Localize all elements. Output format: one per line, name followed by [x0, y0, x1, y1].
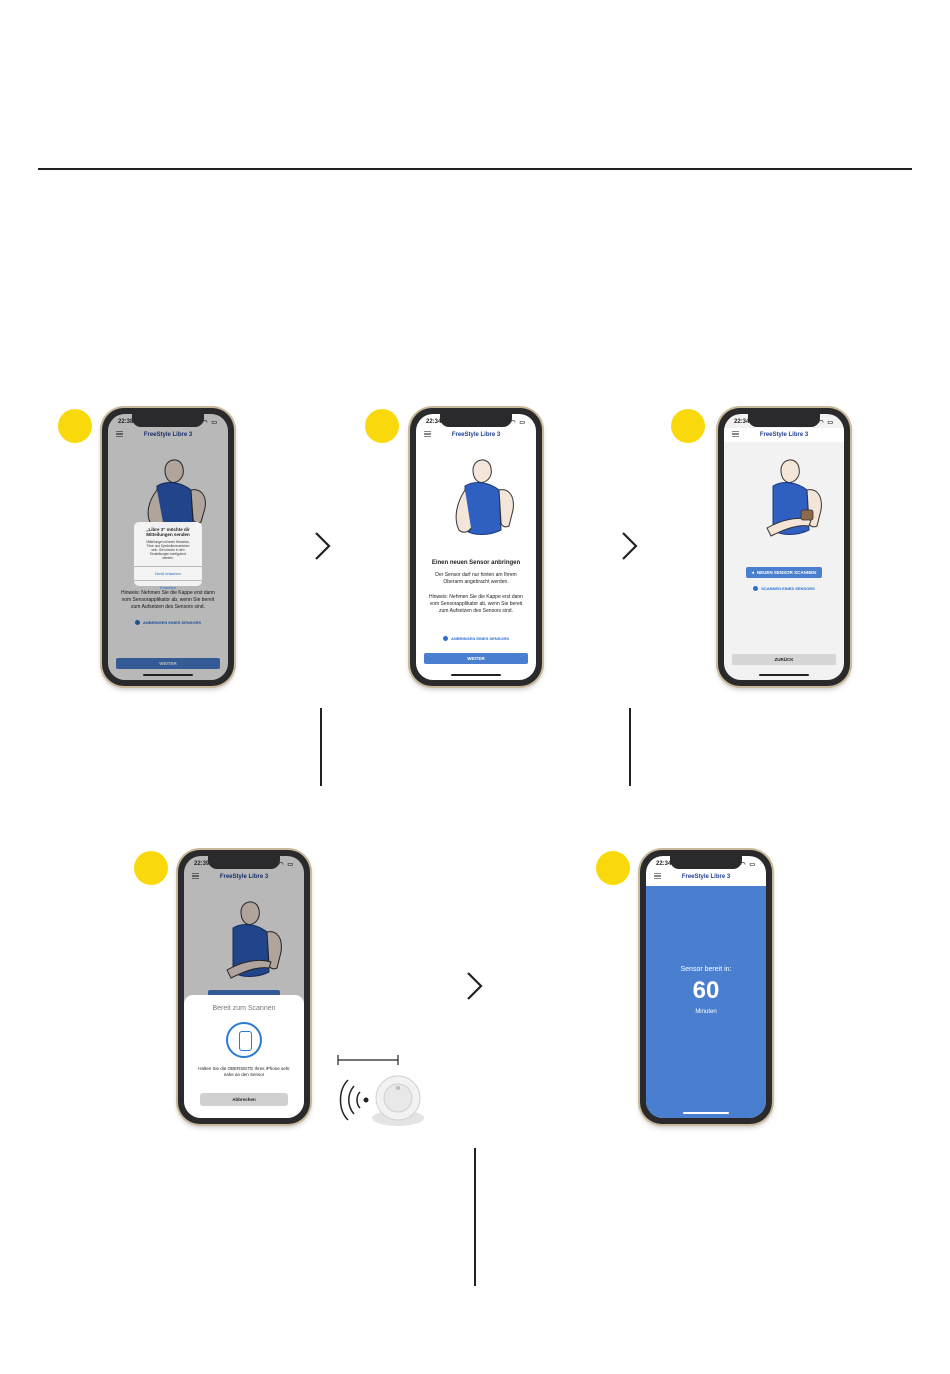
home-indicator: [143, 674, 193, 676]
notification-permission-dialog: „Libre 3“ möchte dir Mitteilungen senden…: [134, 522, 202, 586]
phone-notch: [208, 856, 280, 869]
header-divider: [38, 168, 912, 170]
phone-notch: [670, 856, 742, 869]
app-header: FreeStyle Libre 3: [724, 428, 844, 442]
sheet-title: Bereit zum Scannen: [184, 1005, 304, 1012]
phone-notch: [748, 414, 820, 427]
help-link[interactable]: ANBRINGEN EINES SENSORS: [416, 636, 536, 641]
step-1-screen: 22:38 ▪▪ ◠ ▭ FreeStyle Libre 3 Hinweis: …: [108, 414, 228, 680]
step-5-screen: 22:34 ▪▪ ◠ ▭ FreeStyle Libre 3 Sensor be…: [646, 856, 766, 1118]
app-logo: FreeStyle Libre 3: [452, 432, 500, 438]
countdown-unit: Minuten: [646, 1009, 766, 1015]
help-link[interactable]: SCANNEN EINES SENSORS: [724, 586, 844, 591]
menu-icon[interactable]: [732, 431, 739, 437]
step-5-phone: 22:34 ▪▪ ◠ ▭ FreeStyle Libre 3 Sensor be…: [640, 850, 772, 1124]
step-1-badge: [58, 409, 92, 443]
status-time: 22:38: [118, 419, 133, 425]
app-logo: FreeStyle Libre 3: [682, 874, 730, 880]
home-indicator: [683, 1112, 729, 1114]
step-3-badge: [671, 409, 705, 443]
home-indicator: [451, 674, 501, 676]
step-2-badge: [365, 409, 399, 443]
step-body-1: Der Sensor darf nur hinten am Ihrem Ober…: [428, 572, 524, 586]
chevron-right-icon: [619, 531, 639, 561]
continue-button[interactable]: WEITER: [424, 653, 528, 664]
status-time: 22:34: [426, 419, 441, 425]
step-2-phone: 22:34 ▪▪ ◠ ▭ FreeStyle Libre 3 Einen neu…: [410, 408, 542, 686]
status-time: 22:39: [194, 861, 209, 867]
step-4-screen: 22:39 ▪▪ ◠ ▭ FreeStyle Libre 3 Bereit zu…: [184, 856, 304, 1118]
connector-line: [320, 708, 322, 786]
phone-scan-icon: [226, 1022, 262, 1058]
deny-button[interactable]: Nicht erlauben: [134, 566, 202, 580]
sensor-scan-graphic: [334, 1068, 430, 1130]
info-icon: [443, 636, 448, 641]
allow-button[interactable]: Erlauben: [134, 580, 202, 594]
connector-line: [474, 1148, 476, 1286]
scan-new-sensor-button[interactable]: ◂NEUEN SENSOR SCANNEN: [746, 567, 822, 578]
phone-notch: [440, 414, 512, 427]
status-time: 22:34: [734, 419, 749, 425]
step-1-phone: 22:38 ▪▪ ◠ ▭ FreeStyle Libre 3 Hinweis: …: [102, 408, 234, 686]
countdown-value: 60: [646, 977, 766, 1005]
step-title: Einen neuen Sensor anbringen: [424, 560, 528, 566]
sensor-icon: [372, 1076, 424, 1126]
step-5-badge: [596, 851, 630, 885]
step-4-badge: [134, 851, 168, 885]
app-logo: FreeStyle Libre 3: [760, 432, 808, 438]
step-2-screen: 22:34 ▪▪ ◠ ▭ FreeStyle Libre 3 Einen neu…: [416, 414, 536, 680]
step-3-phone: 22:34 ▪▪ ◠ ▭ FreeStyle Libre 3 ◂NEUEN SE…: [718, 408, 850, 686]
menu-icon[interactable]: [654, 873, 661, 879]
app-header: FreeStyle Libre 3: [646, 870, 766, 884]
step-4-phone: 22:39 ▪▪ ◠ ▭ FreeStyle Libre 3 Bereit zu…: [178, 850, 310, 1124]
distance-marker: [337, 1052, 399, 1062]
nfc-waves-icon: [341, 1080, 361, 1120]
scan-sheet: Bereit zum Scannen Halten Sie die OBERSE…: [184, 995, 304, 1118]
arm-illustration: [429, 450, 523, 550]
step-body-2: Hinweis: Nehmen Sie die Kappe erst dann …: [428, 594, 524, 614]
phone-notch: [132, 414, 204, 427]
nfc-icon: ◂: [752, 570, 754, 576]
chevron-right-icon: [312, 531, 332, 561]
step-3-screen: 22:34 ▪▪ ◠ ▭ FreeStyle Libre 3 ◂NEUEN SE…: [724, 414, 844, 680]
dialog-body: Mitteilungen können Hinweise, Töne und S…: [134, 540, 202, 561]
sheet-instructions: Halten Sie die OBERSEITE Ihres iPhone se…: [184, 1066, 304, 1078]
info-icon: [753, 586, 758, 591]
chevron-right-icon: [464, 971, 484, 1001]
connector-line: [629, 708, 631, 786]
home-indicator: [759, 674, 809, 676]
app-header: FreeStyle Libre 3: [416, 428, 536, 442]
menu-icon[interactable]: [424, 431, 431, 437]
status-time: 22:34: [656, 861, 671, 867]
dialog-title: „Libre 3“ möchte dir Mitteilungen senden: [134, 527, 202, 538]
cancel-button[interactable]: Abbrechen: [200, 1093, 288, 1106]
ready-label: Sensor bereit in:: [646, 966, 766, 973]
sensor-warmup-panel: Sensor bereit in: 60 Minuten: [646, 886, 766, 1118]
back-button[interactable]: ZURÜCK: [732, 654, 836, 665]
arm-illustration: [737, 450, 831, 550]
